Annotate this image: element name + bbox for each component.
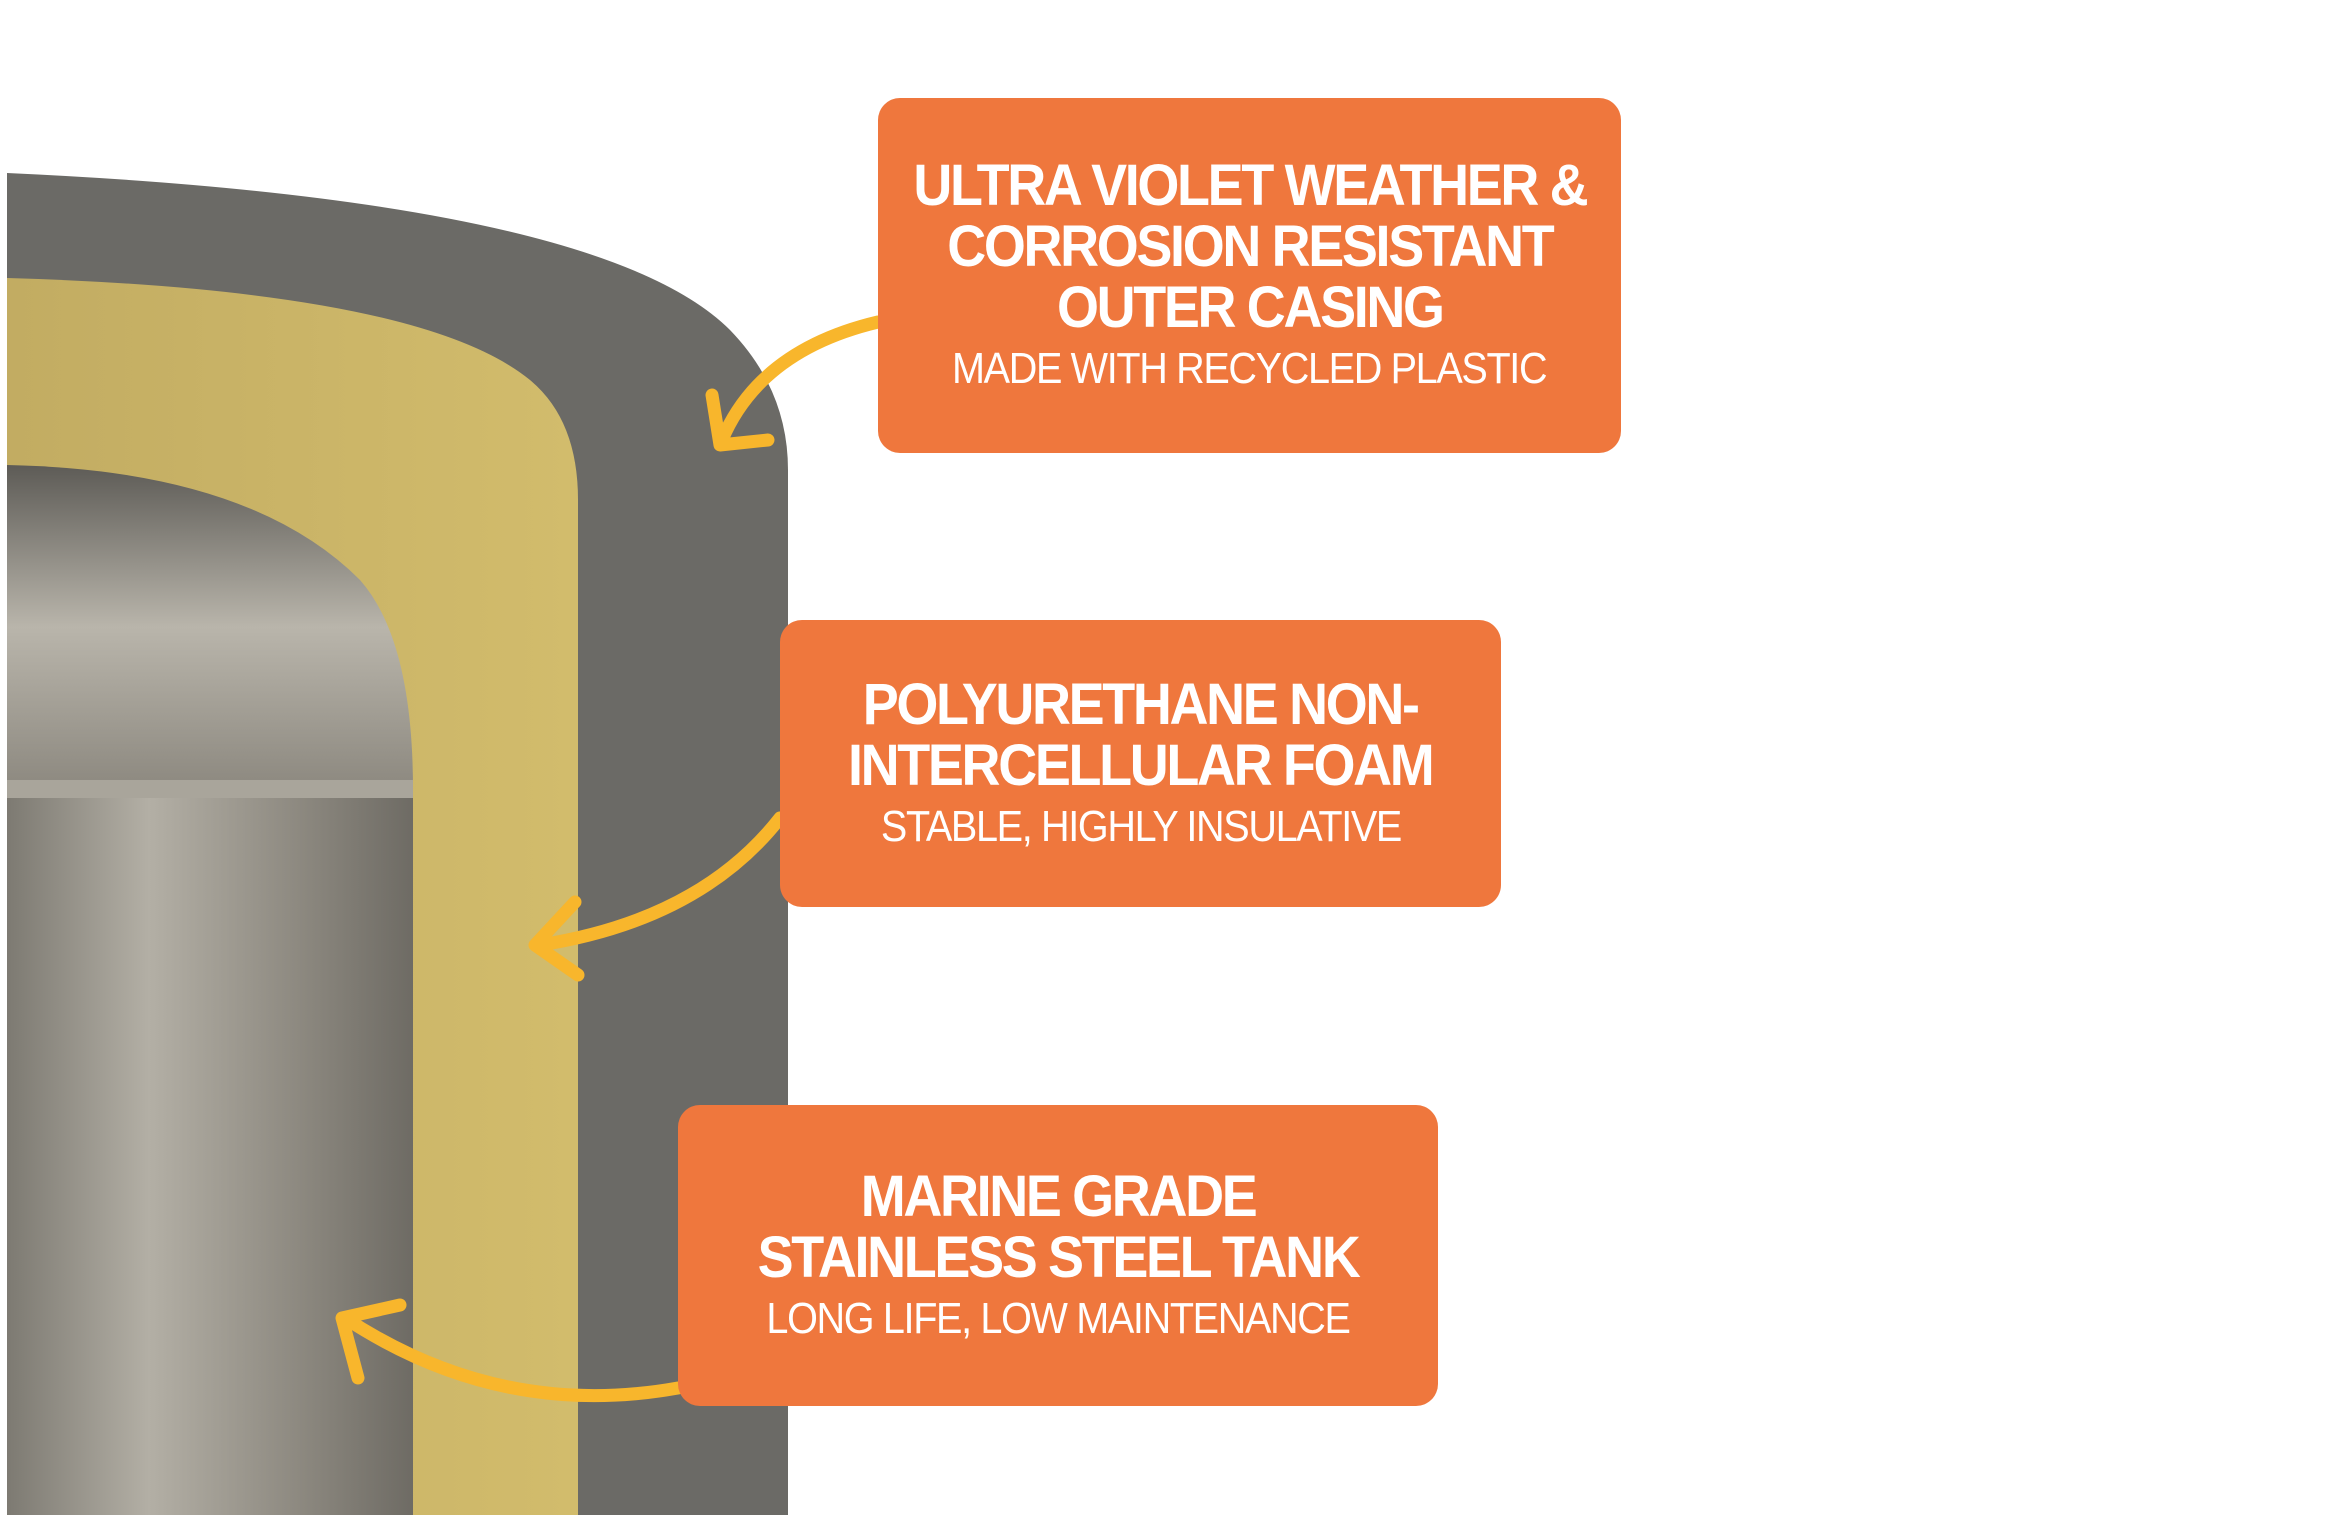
callout-subtitle: LONG LIFE, LOW MAINTENANCE [766,1293,1351,1343]
callout-title: POLYURETHANE NON- INTERCELLULAR FOAM [848,671,1435,798]
title-line: INTERCELLULAR FOAM [848,732,1435,798]
arrow-tank-head [335,1298,407,1385]
title-line: STAINLESS STEEL TANK [757,1224,1361,1290]
callout-outer-casing: ULTRA VIOLET WEATHER & CORROSION RESISTA… [878,98,1621,453]
arrow-casing [715,315,885,447]
callout-title: ULTRA VIOLET WEATHER & CORROSION RESISTA… [912,153,1588,340]
callout-subtitle: STABLE, HIGHLY INSULATIVE [880,801,1401,851]
callout-subtitle: MADE WITH RECYCLED PLASTIC [952,344,1548,393]
callout-steel-tank: MARINE GRADE STAINLESS STEEL TANK LONG L… [678,1105,1438,1406]
title-line: OUTER CASING [1056,275,1445,340]
arrow-foam-head [528,895,585,982]
arrow-casing-head [705,388,775,452]
title-line: MARINE GRADE [860,1163,1258,1229]
steel-tank-dome [7,465,413,790]
title-line: POLYURETHANE NON- [863,671,1420,737]
steel-tank-band [7,780,413,798]
steel-tank-body [7,798,413,1515]
title-line: ULTRA VIOLET WEATHER & [912,153,1588,218]
arrow-tank [338,1311,685,1403]
callout-foam: POLYURETHANE NON- INTERCELLULAR FOAM STA… [780,620,1501,907]
arrow-foam [533,811,787,952]
title-line: CORROSION RESISTANT [946,214,1554,279]
callout-title: MARINE GRADE STAINLESS STEEL TANK [757,1163,1361,1290]
